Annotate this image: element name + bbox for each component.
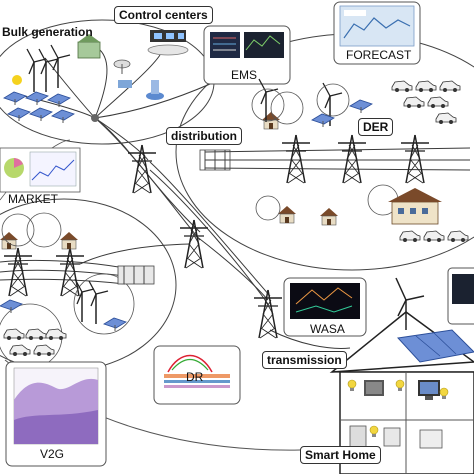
- solar-farm: [3, 91, 75, 124]
- satellite-dish-icon: [113, 59, 131, 74]
- market-cars: [3, 328, 67, 357]
- sun-icon: [12, 75, 22, 85]
- transmission-tower-icon: [127, 144, 157, 194]
- factory-icon: [388, 188, 442, 225]
- wasa-box: [283, 277, 367, 337]
- car-icon: [427, 96, 449, 109]
- appliance-icon: [383, 427, 401, 447]
- monitor-icon: [418, 380, 440, 400]
- home-wind-turbine: [395, 277, 425, 330]
- solar-panel-icon: [396, 329, 474, 363]
- appliance-icon: [349, 425, 367, 449]
- dr-box: [153, 345, 241, 405]
- transmission-tower-icon: [337, 134, 367, 184]
- label-transmission: transmission: [262, 351, 347, 369]
- factory-icon: [59, 231, 79, 250]
- car-icon: [3, 328, 25, 341]
- smart-home-house: [329, 311, 474, 474]
- car-icon: [45, 328, 67, 341]
- transmission-tower-icon: [281, 134, 311, 184]
- der-circle: [270, 91, 304, 125]
- label-wasa: WASA: [310, 322, 345, 336]
- turbine-hub: [91, 114, 99, 122]
- label-dr: DR: [186, 370, 204, 384]
- right-edge-monitor: [447, 267, 474, 325]
- solar-panel-icon: [47, 93, 71, 108]
- house-icon: [319, 207, 339, 226]
- der-circle: [255, 195, 281, 221]
- car-icon: [423, 230, 445, 243]
- wind-turbine-icon: [88, 280, 109, 325]
- transmission-tower-icon: [400, 134, 430, 184]
- transmission-tower-icon: [253, 289, 283, 339]
- label-v2g: V2G: [40, 447, 65, 461]
- label-smart-home: Smart Home: [300, 446, 381, 464]
- market-circle: [73, 273, 135, 335]
- car-icon: [439, 80, 461, 93]
- tv-icon: [364, 380, 384, 396]
- ems-box: [203, 25, 291, 85]
- car-icon: [9, 344, 31, 357]
- solar-panel-icon: [29, 107, 53, 122]
- label-bulk-generation: Bulk generation: [2, 25, 93, 39]
- car-icon: [415, 80, 437, 93]
- wind-turbine-icon: [50, 44, 71, 89]
- car-icon: [435, 112, 457, 125]
- solar-panel-icon: [349, 99, 373, 114]
- market-circle: [1, 213, 35, 247]
- control-center-consoles: [147, 30, 189, 56]
- transmission-lines: [0, 49, 471, 349]
- market-screen: [0, 147, 81, 193]
- label-market: MARKET: [8, 192, 59, 206]
- solar-panel-icon: [3, 91, 27, 106]
- solar-panel-icon: [25, 91, 49, 106]
- car-icon: [25, 328, 47, 341]
- car-icon: [33, 344, 55, 357]
- solar-panel-icon: [103, 317, 127, 332]
- forecast-box: [333, 1, 421, 65]
- label-forecast: FORECAST: [346, 48, 412, 62]
- der-cars-bottom: [399, 230, 469, 243]
- car-icon: [391, 80, 413, 93]
- label-control-centers: Control centers: [114, 6, 213, 24]
- appliance-icon: [419, 429, 443, 449]
- label-ems: EMS: [231, 68, 258, 82]
- market-circle: [26, 212, 62, 248]
- der-cars: [391, 80, 461, 125]
- car-icon: [399, 230, 421, 243]
- market-region: [0, 198, 177, 372]
- house-icon: [277, 205, 297, 224]
- der-circle: [251, 88, 285, 122]
- label-distribution: distribution: [166, 127, 242, 145]
- solar-panel-icon: [51, 109, 75, 124]
- car-icon: [447, 230, 469, 243]
- substation-buildings: [117, 265, 155, 285]
- car-icon: [403, 96, 425, 109]
- power-plant-icon: [77, 34, 101, 59]
- solar-panel-icon: [0, 299, 23, 314]
- solar-panel-icon: [7, 107, 31, 122]
- distribution-substation: [199, 149, 231, 171]
- hydro-plant-icon: [118, 80, 164, 100]
- transmission-tower-icon: [3, 247, 33, 297]
- der-circle: [316, 83, 350, 117]
- label-der: DER: [358, 118, 394, 136]
- v2g-box: [5, 361, 107, 467]
